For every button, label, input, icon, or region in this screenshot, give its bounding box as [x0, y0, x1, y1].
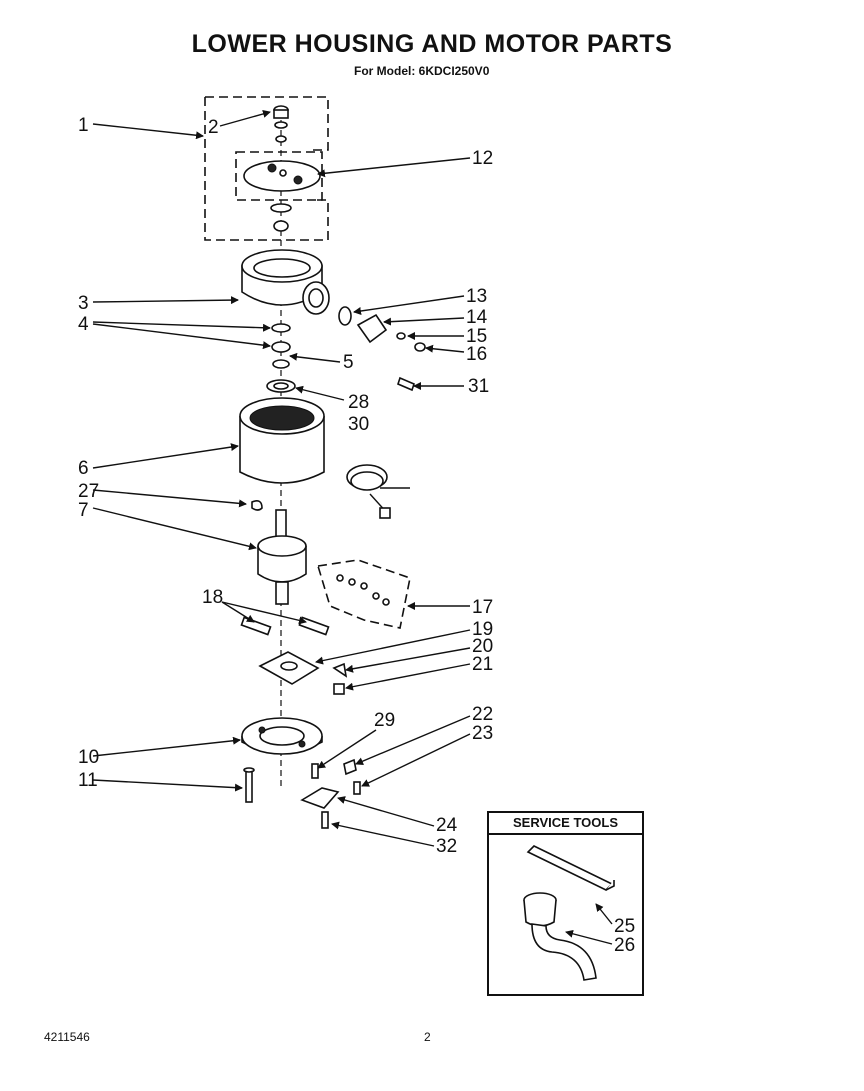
callout-14: 14: [466, 307, 488, 328]
callout-2: 2: [208, 117, 219, 138]
callout-numbers: 1 2 3 4 5 6 7 10 11 12 13 14 15 16 17 18…: [78, 115, 635, 956]
callout-21: 21: [472, 654, 493, 675]
callout-5: 5: [343, 352, 354, 373]
part-21-nut: [333, 683, 345, 695]
callout-29: 29: [374, 710, 395, 731]
part-22-clamp: [343, 758, 357, 776]
part-20-clip: [332, 662, 348, 678]
part-4-washers: [271, 323, 291, 353]
callout-20: 20: [472, 636, 493, 657]
callout-16: 16: [466, 344, 487, 365]
callout-25: 25: [614, 916, 635, 937]
callout-32: 32: [436, 836, 457, 857]
part-6-stator: [239, 397, 325, 484]
leader-lines: [92, 110, 613, 945]
part-18-brushes: [240, 616, 330, 636]
callout-31: 31: [468, 376, 489, 397]
callout-11: 11: [78, 770, 98, 791]
document-number: 4211546: [44, 1030, 90, 1044]
callout-6: 6: [78, 458, 89, 479]
part-23-screw: [353, 781, 361, 795]
part-17-terminals: [336, 574, 390, 606]
callout-19: 19: [472, 619, 493, 640]
callout-12: 12: [472, 148, 493, 169]
model-subtitle: For Model: 6KDCI250V0: [354, 64, 490, 78]
callout-24: 24: [436, 815, 458, 836]
callout-22: 22: [472, 704, 493, 725]
callout-1: 1: [78, 115, 89, 136]
part-19-switch-plate: [258, 651, 320, 685]
part-26-jam-buster-tool: [523, 892, 597, 981]
callout-15: 15: [466, 326, 487, 347]
part-25-wrench-tool: [526, 845, 615, 891]
part-12-impeller-plate: [243, 160, 321, 192]
part-31-connector: [397, 376, 415, 392]
service-tools-title: SERVICE TOOLS: [489, 813, 642, 835]
part-15-washer: [396, 332, 406, 340]
part-impeller-hub: [270, 203, 292, 232]
part-3-lower-housing: [241, 249, 330, 315]
part-30-power-cord: [346, 464, 410, 519]
callout-28: 28: [348, 392, 369, 413]
page-number: 2: [424, 1030, 431, 1044]
part-11-bolt: [243, 767, 255, 803]
callout-3: 3: [78, 293, 89, 314]
part-28-seal: [266, 379, 296, 393]
part-2-nut: [273, 105, 289, 143]
page-title: LOWER HOUSING AND MOTOR PARTS: [191, 30, 673, 58]
callout-4: 4: [78, 314, 89, 335]
service-tools-box: SERVICE TOOLS: [487, 811, 644, 996]
callout-10: 10: [78, 747, 99, 768]
part-14-flange: [356, 313, 388, 344]
callout-27: 27: [78, 481, 99, 502]
part-16-screw: [414, 342, 426, 352]
part-5-washer: [272, 359, 290, 369]
impeller-assembly-outline: [204, 96, 329, 241]
part-29-screw: [311, 763, 319, 779]
callout-23: 23: [472, 723, 493, 744]
callout-30: 30: [348, 414, 369, 435]
wire-harness-outline: [316, 559, 411, 629]
callout-13: 13: [466, 286, 487, 307]
part-27-clip: [251, 500, 263, 511]
callout-7: 7: [78, 500, 89, 521]
part-24-bracket: [300, 787, 340, 809]
part-7-motor-rotor: [257, 509, 307, 605]
part-13-gasket: [338, 306, 352, 326]
callout-18: 18: [202, 587, 223, 608]
callout-26: 26: [614, 935, 635, 956]
part-10-end-bell: [241, 717, 323, 755]
part-32-screw: [321, 811, 329, 829]
callout-17: 17: [472, 597, 493, 618]
